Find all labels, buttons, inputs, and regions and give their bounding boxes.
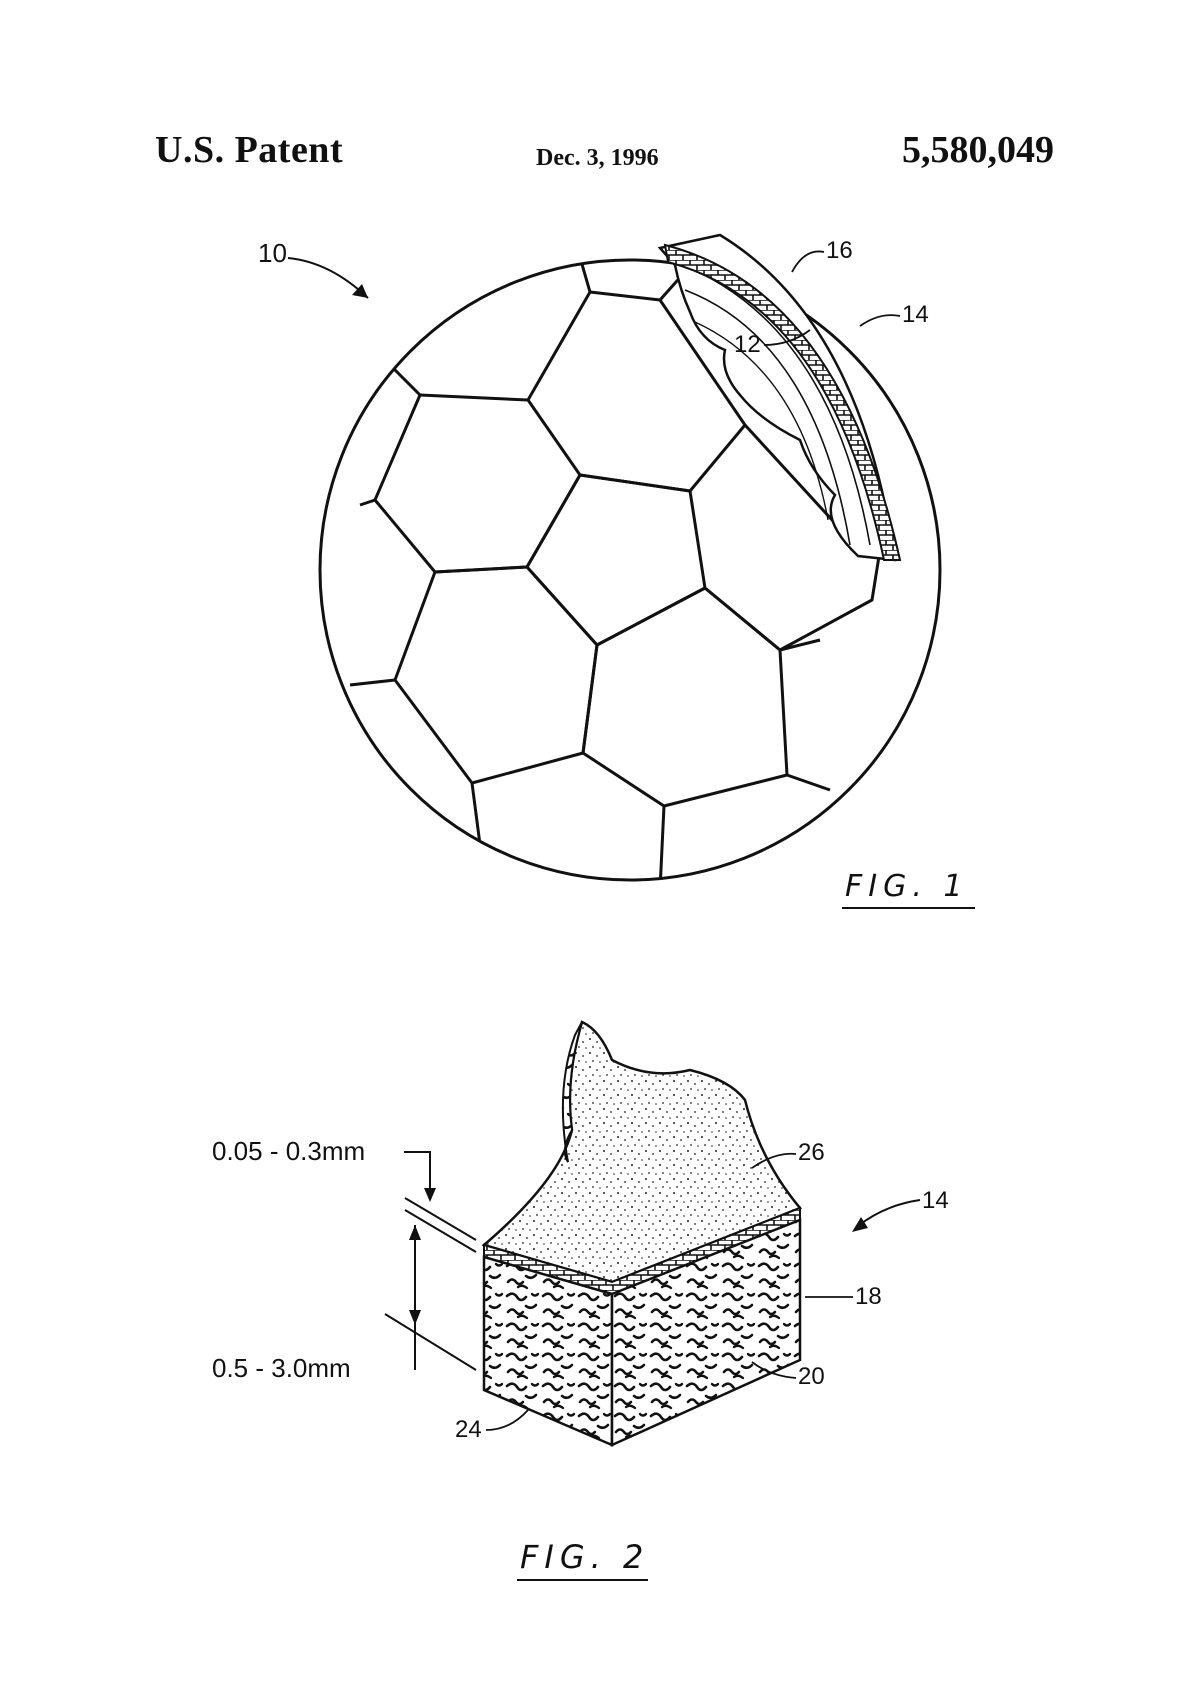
fig2-ref-layer-a: 18 bbox=[855, 1283, 882, 1310]
fig2-dim-thin: 0.05 - 0.3mm bbox=[212, 1136, 365, 1166]
patent-date: Dec. 3, 1996 bbox=[536, 145, 659, 171]
fig1-ref-cover: 14 bbox=[902, 301, 929, 328]
fig2-dim-thick: 0.5 - 3.0mm bbox=[212, 1353, 351, 1383]
patent-number: 5,580,049 bbox=[902, 129, 1054, 171]
fig2-material-block: 0.05 - 0.3mm 0.5 - 3.0mm 26 14 18 20 24 … bbox=[212, 1020, 949, 1581]
fig1-label: FIG. 1 bbox=[845, 869, 969, 904]
fig1-ref-outer-layer: 16 bbox=[826, 237, 853, 264]
fig2-ref-layer-c: 24 bbox=[455, 1416, 482, 1443]
fig2-ref-cover: 14 bbox=[922, 1187, 949, 1214]
fig2-label: FIG. 2 bbox=[520, 1538, 649, 1576]
fig1-ref-inner-layer: 12 bbox=[734, 331, 761, 358]
fig2-ref-layer-b: 20 bbox=[798, 1363, 825, 1390]
fig1-ball: 10 16 14 12 FIG. 1 bbox=[258, 233, 975, 909]
fig2-ref-surface: 26 bbox=[798, 1139, 825, 1166]
fig1-ref-ball: 10 bbox=[258, 238, 287, 268]
patent-label: U.S. Patent bbox=[155, 129, 344, 171]
